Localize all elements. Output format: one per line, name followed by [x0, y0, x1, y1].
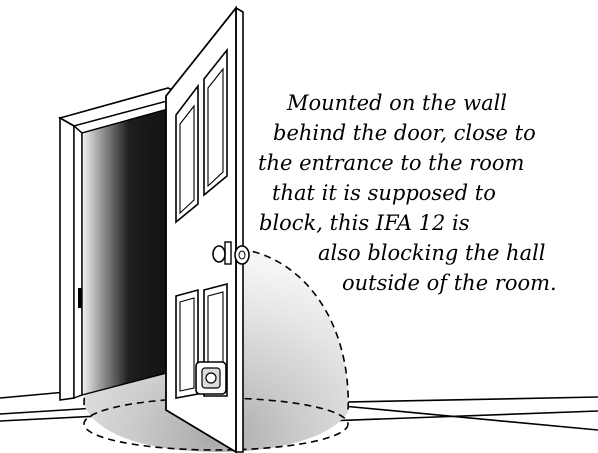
motion-sensor-icon [196, 362, 226, 394]
caption-line-7: outside of the room. [342, 268, 557, 298]
caption-line-6: also blocking the hall [318, 238, 546, 268]
caption-line-1: Mounted on the wall [287, 88, 507, 118]
caption-line-5: block, this IFA 12 is [259, 208, 470, 238]
caption-line-3: the entrance to the room [258, 148, 524, 178]
caption-line-4: that it is supposed to [272, 178, 496, 208]
caption-line-2: behind the door, close to [273, 118, 536, 148]
